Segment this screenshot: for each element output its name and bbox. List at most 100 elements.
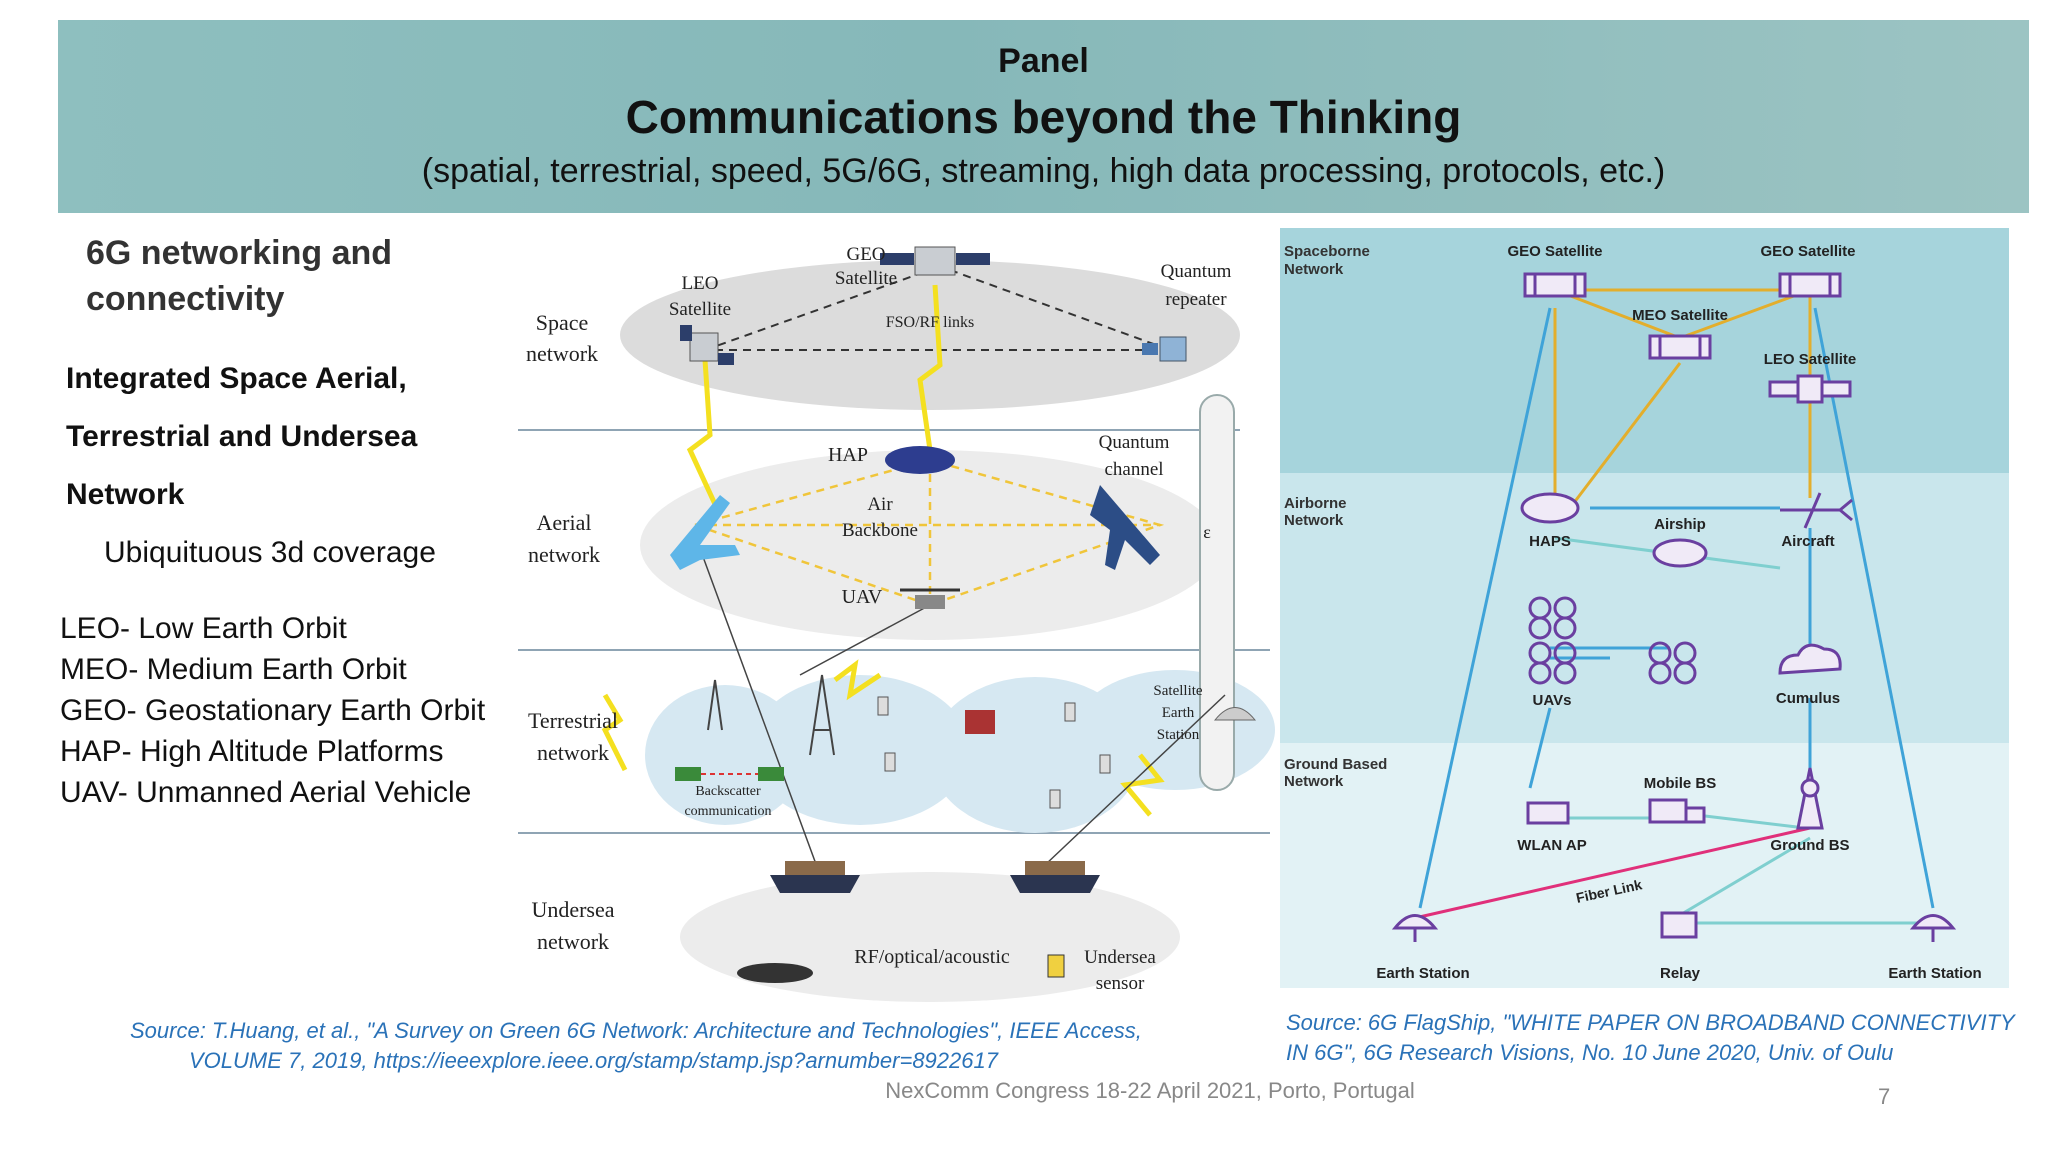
label-cumulus: Cumulus: [1776, 690, 1840, 707]
bold-line-2: Terrestrial and Undersea: [66, 420, 418, 453]
geo-satellite-icon: [880, 246, 990, 276]
abbr-geo: GEO- Geostationary Earth Orbit: [60, 694, 486, 727]
phone-icon: [884, 752, 896, 772]
layer-label-undersea-1: Undersea: [531, 897, 614, 922]
label-haps: HAPS: [1529, 533, 1571, 550]
label-geo-1: GEO: [846, 244, 885, 265]
page-number: 7: [1878, 1084, 1891, 1109]
wireless-link-bolt: [833, 659, 882, 701]
zone-label-space-1: Spaceborne: [1284, 243, 1370, 260]
phone-icon: [1049, 789, 1061, 809]
label-airship: Airship: [1654, 516, 1706, 533]
section-heading: 6G networking and connectivity: [86, 234, 393, 318]
fiber-link: [1414, 826, 1811, 920]
label-epsilon: ε: [1203, 522, 1211, 542]
link-line: [694, 534, 821, 876]
link-line: [799, 604, 931, 676]
bold-line-1: Integrated Space Aerial,: [66, 362, 407, 395]
zone-label-air-2: Network: [1284, 512, 1344, 529]
link-line: [1044, 694, 1226, 866]
airplane-icon: [1090, 485, 1160, 570]
mobile-bs-icon: [1648, 798, 1706, 824]
submarine-icon: [737, 963, 813, 983]
leo-satellite-icon: [680, 325, 734, 365]
layer-label-terrestrial-1: Terrestrial: [528, 708, 618, 733]
ship-icon: [770, 861, 860, 893]
wlan-ap-icon: [1526, 801, 1570, 825]
fso-link: [704, 269, 931, 351]
source-right-line2: IN 6G", 6G Research Visions, No. 10 June…: [1286, 1040, 1894, 1065]
fso-link: [949, 269, 1171, 351]
label-mobile-bs: Mobile BS: [1644, 775, 1717, 792]
meo-satellite-icon: [1648, 334, 1712, 360]
phone-icon: [1099, 754, 1111, 774]
geo-satellite-icon: [1778, 272, 1842, 298]
coverage-note: Ubiquituous 3d coverage: [104, 536, 436, 569]
leo-satellite-icon: [1768, 374, 1852, 404]
terrestrial-cell: [750, 675, 970, 825]
zone-label-ground-2: Network: [1284, 773, 1344, 790]
label-leo-1: LEO: [682, 273, 719, 294]
label-ses-1: Satellite: [1153, 683, 1202, 699]
label-geo2: GEO Satellite: [1760, 243, 1855, 260]
source-right: Source: 6G FlagShip, "WHITE PAPER ON BRO…: [1286, 1008, 2026, 1068]
zone-label-ground-1: Ground Based: [1284, 756, 1387, 773]
bold-line-3: Network: [66, 478, 185, 511]
label-hap: HAP: [828, 444, 868, 466]
label-relay: Relay: [1660, 965, 1701, 982]
building-icon: [965, 710, 995, 734]
label-qchan-1: Quantum: [1099, 432, 1170, 453]
ship-icon: [1010, 861, 1100, 893]
layer-label-space-1: Space: [536, 310, 589, 335]
label-geo-2: Satellite: [835, 268, 897, 289]
source-left-line2: VOLUME 7, 2019, https://ieeexplore.ieee.…: [189, 1048, 998, 1073]
undersea-sensor-icon: [1047, 954, 1065, 978]
quantum-repeater-icon: [1142, 336, 1187, 362]
uav-icon: [1528, 596, 1577, 640]
label-sensor-1: Undersea: [1084, 947, 1156, 968]
label-wlan: WLAN AP: [1517, 837, 1586, 854]
abbr-uav: UAV- Unmanned Aerial Vehicle: [60, 776, 472, 809]
label-qchan-2: channel: [1104, 459, 1163, 480]
label-leo: LEO Satellite: [1764, 351, 1857, 368]
source-right-line1: Source: 6G FlagShip, "WHITE PAPER ON BRO…: [1286, 1010, 2015, 1035]
ground-bs-icon: [1796, 767, 1824, 830]
network-layers-diagram: Spaceborne Network Airborne Network Grou…: [1280, 228, 2009, 988]
label-earth2: Earth Station: [1888, 965, 1981, 982]
airplane-icon: [670, 495, 740, 570]
spaceborne-zone: [1280, 228, 2009, 473]
title-banner: Panel Communications beyond the Thinking…: [58, 20, 2029, 213]
label-backscatter-2: communication: [684, 804, 771, 819]
label-fso: FSO/RF links: [886, 314, 974, 331]
slide-subtitle: (spatial, terrestrial, speed, 5G/6G, str…: [421, 152, 1666, 190]
footer-text: NexComm Congress 18-22 April 2021, Porto…: [885, 1078, 1415, 1103]
label-airbb-2: Backbone: [842, 520, 918, 541]
quantum-channel-tube: [1199, 394, 1235, 791]
satellite-dish-icon: [1213, 707, 1257, 721]
label-ground-bs: Ground BS: [1770, 837, 1849, 854]
relay-icon: [1660, 911, 1698, 939]
layer-label-aerial-2: network: [528, 542, 600, 567]
uav-icon: [1528, 641, 1577, 685]
label-uavs: UAVs: [1533, 692, 1572, 709]
integrated-network-diagram: Space network Aerial network Terrestrial…: [518, 244, 1275, 1002]
label-qrep-1: Quantum: [1161, 261, 1232, 282]
haps-icon: [1520, 492, 1580, 524]
cell-tower-icon: [707, 674, 835, 756]
links-blue: [1418, 307, 1935, 909]
airborne-zone: [1280, 473, 2009, 743]
space-ellipse: [620, 260, 1240, 410]
zone-label-space-2: Network: [1284, 261, 1344, 278]
aircraft-icon: [1780, 492, 1853, 529]
abbreviation-list: LEO- Low Earth Orbit MEO- Medium Earth O…: [60, 608, 485, 813]
source-left: Source: T.Huang, et al., "A Survey on Gr…: [130, 1016, 1280, 1076]
wireless-link-bolt: [601, 693, 628, 772]
panel-label: Panel: [998, 42, 1089, 80]
uav-drone-icon: [900, 588, 960, 609]
label-earth1: Earth Station: [1376, 965, 1469, 982]
label-ses-2: Earth: [1162, 705, 1195, 721]
label-backscatter-1: Backscatter: [695, 784, 761, 799]
slide-title: Communications beyond the Thinking: [625, 91, 1462, 143]
label-geo1: GEO Satellite: [1507, 243, 1602, 260]
wireless-link-bolt: [1120, 753, 1165, 817]
